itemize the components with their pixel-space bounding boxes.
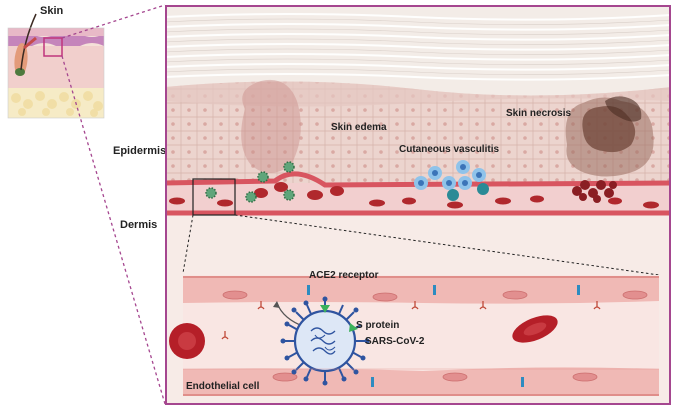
skin-necrosis-label: Skin necrosis bbox=[506, 108, 572, 119]
hair-follicle-icon bbox=[14, 13, 37, 76]
edema-region bbox=[241, 79, 301, 173]
necrosis-region bbox=[565, 96, 654, 177]
red-blood-cell-icon bbox=[169, 315, 558, 359]
ace2-receptor-label: ACE2 receptor bbox=[309, 270, 379, 281]
immune-cell-icon bbox=[414, 160, 489, 201]
skin-label: Skin bbox=[40, 5, 64, 17]
panel-frame bbox=[165, 5, 671, 405]
s-protein-label: S protein bbox=[356, 320, 400, 331]
blood-clot bbox=[572, 180, 617, 203]
red-blood-cell-icon bbox=[169, 182, 659, 209]
dermis-label: Dermis bbox=[120, 219, 158, 231]
vessel-top-wall bbox=[165, 171, 671, 188]
ace2-receptor-icon bbox=[221, 301, 601, 340]
epidermis-label: Epidermis bbox=[113, 145, 167, 157]
skin-inset bbox=[7, 13, 105, 119]
virus-icon bbox=[205, 161, 295, 203]
sars-cov-2-label: SARS-CoV-2 bbox=[365, 336, 425, 347]
virus-icon bbox=[280, 296, 370, 386]
cutaneous-vasculitis-label: Cutaneous vasculitis bbox=[399, 144, 500, 155]
main-panel bbox=[165, 5, 671, 405]
endothelial-cell-label: Endothelial cell bbox=[186, 381, 260, 392]
zoom-box bbox=[43, 37, 63, 57]
vessel-detail bbox=[169, 275, 659, 396]
skin-edema-label: Skin edema bbox=[331, 122, 387, 133]
zoom-source-box bbox=[192, 178, 236, 216]
